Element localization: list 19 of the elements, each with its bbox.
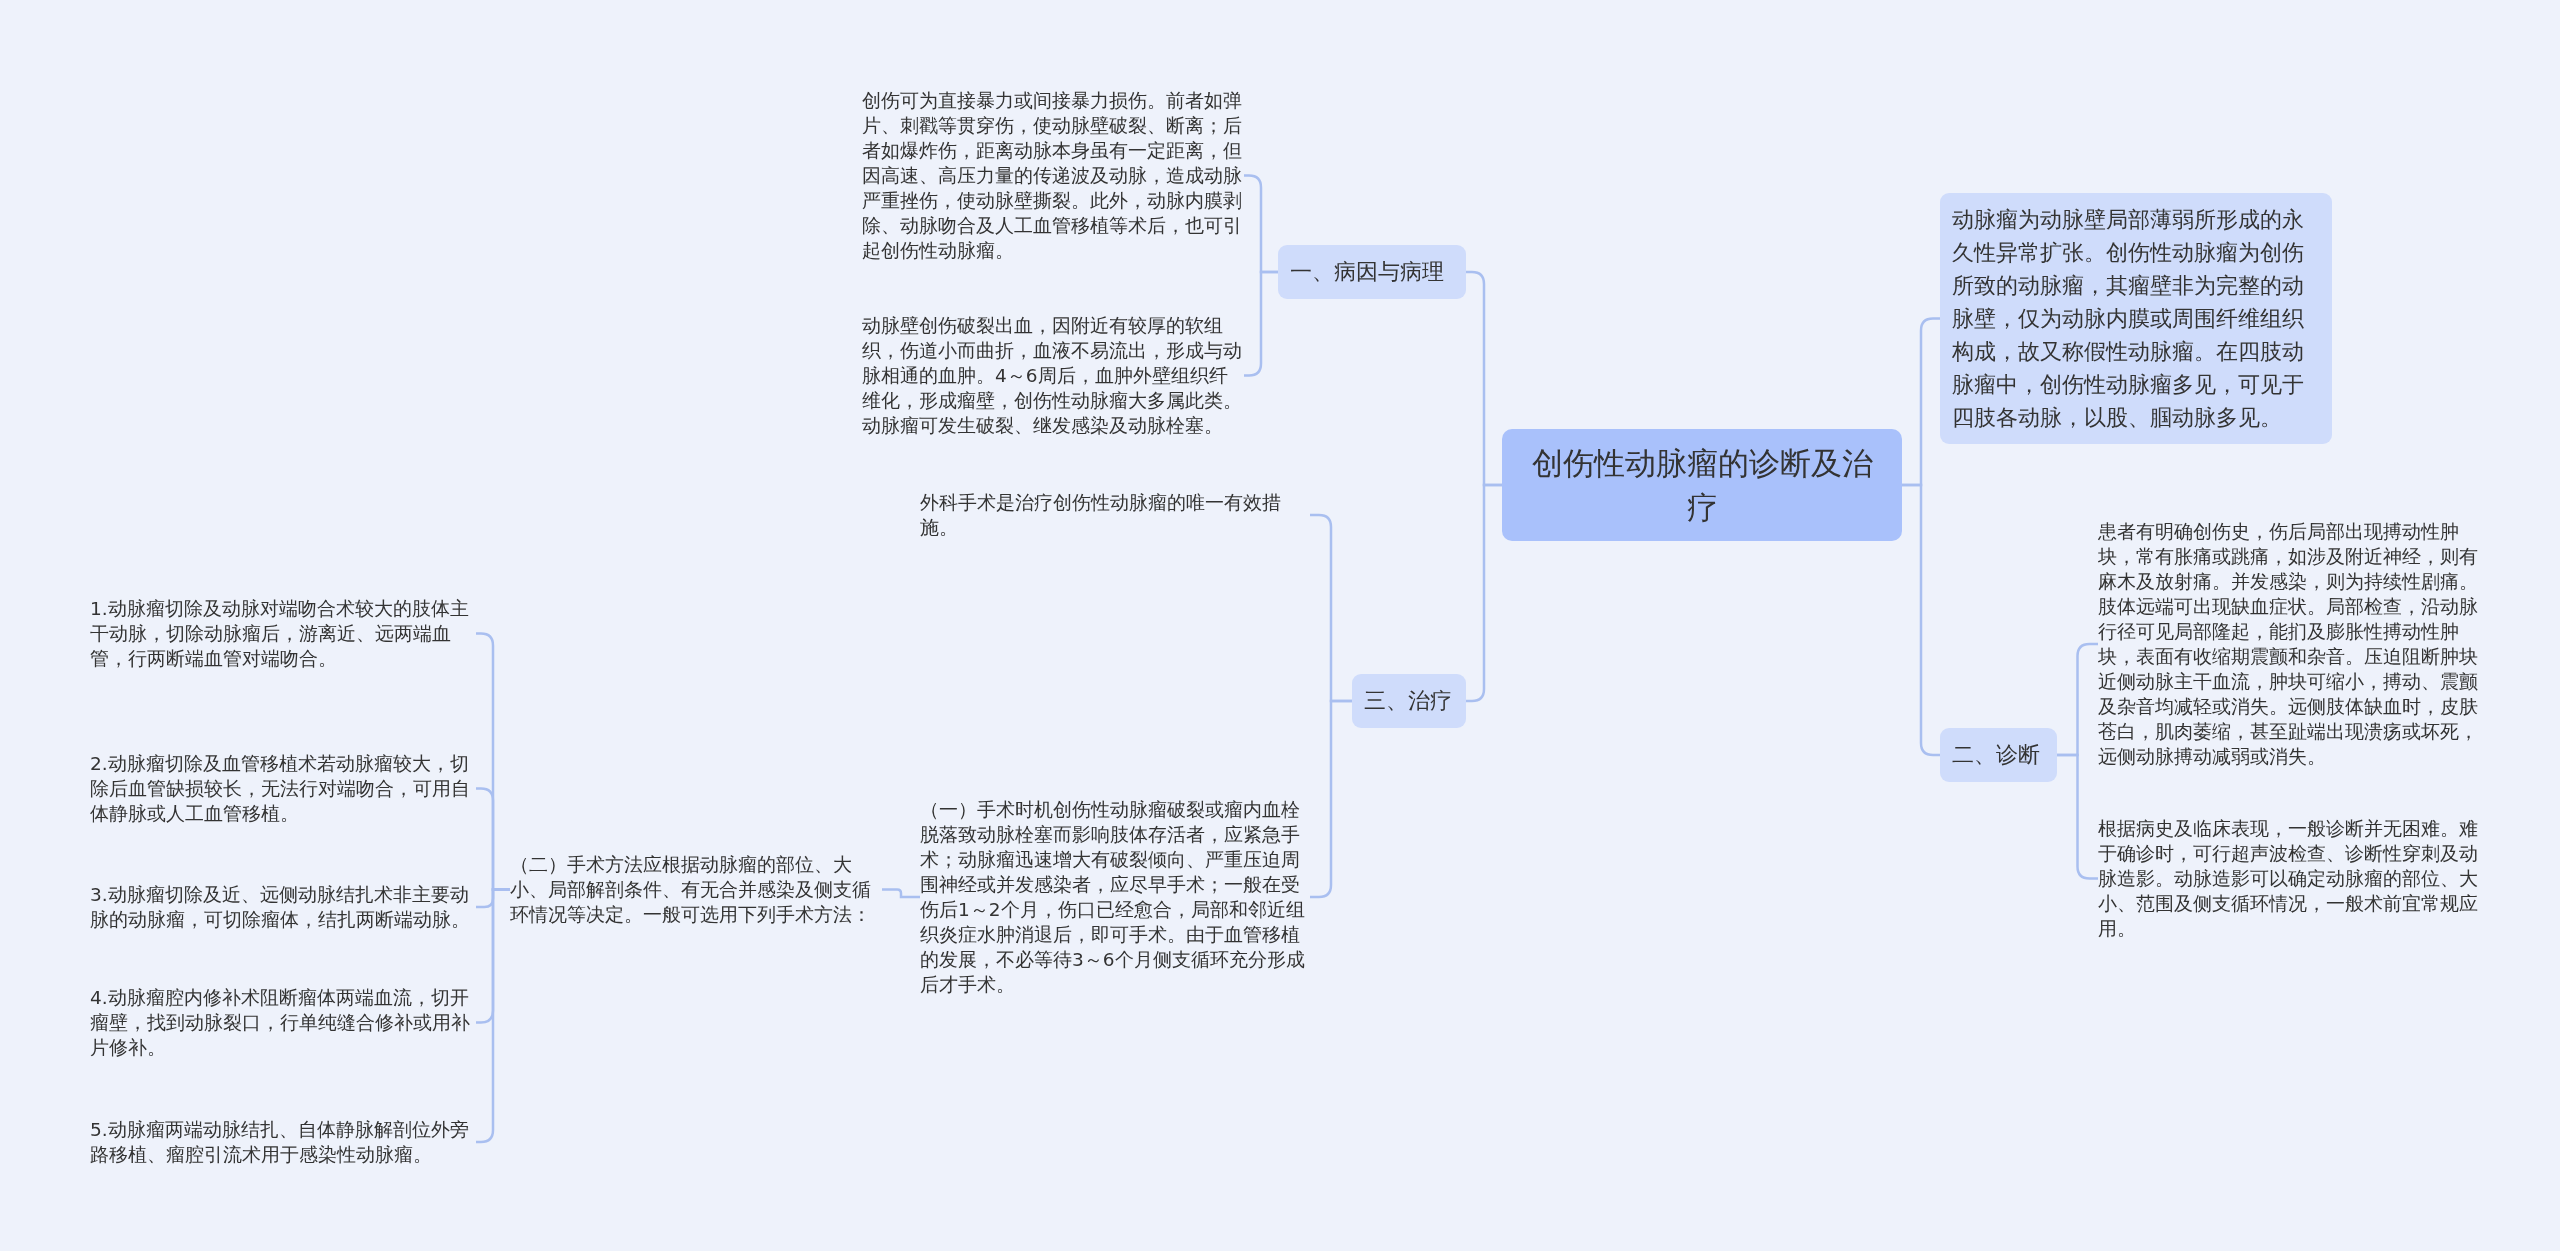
topic-box: 二、诊断 (1940, 728, 2057, 782)
note-text: 外科手术是治疗创伤性动脉瘤的唯一有效措施。 (920, 490, 1310, 540)
topic-box: 一、病因与病理 (1278, 245, 1466, 299)
central-topic-box: 创伤性动脉瘤的诊断及治疗 (1502, 429, 1902, 541)
note-text: 3.动脉瘤切除及近、远侧动脉结扎术非主要动脉的动脉瘤，可切除瘤体，结扎两断端动脉。 (90, 882, 476, 932)
note-box: 动脉瘤为动脉壁局部薄弱所形成的永久性异常扩张。创伤性动脉瘤为创伤所致的动脉瘤，其瘤壁非为完整的动脉壁，仅为动脉内膜或周围纤维组织构成，故又称假性动脉瘤。在四肢动脉瘤中，创伤性动脉瘤多见，可见于四肢各动脉，以股、腘动脉多见。 (1940, 193, 2332, 444)
note-text: 创伤可为直接暴力或间接暴力损伤。前者如弹片、刺戳等贯穿伤，使动脉壁破裂、断离；后者如爆炸伤，距离动脉本身虽有一定距离，但因高速、高压力量的传递波及动脉，造成动脉严重挫伤，使动脉壁撕裂。此外，动脉内膜剥除、动脉吻合及人工血管移植等术后，也可引起创伤性动脉瘤。 (862, 88, 1244, 263)
connector-line (1902, 483, 1940, 757)
connector-line (882, 888, 920, 899)
note-text: 4.动脉瘤腔内修补术阻断瘤体两端血流，切开瘤壁，找到动脉裂口，行单纯缝合修补或用补片修补。 (90, 985, 476, 1060)
note-text: 5.动脉瘤两端动脉结扎、自体静脉解剖位外旁路移植、瘤腔引流术用于感染性动脉瘤。 (90, 1117, 476, 1167)
note-text: 2.动脉瘤切除及血管移植术若动脉瘤较大，切除后血管缺损较长，无法行对端吻合，可用自体静脉或人工血管移植。 (90, 751, 476, 826)
note-text: 动脉壁创伤破裂出血，因附近有较厚的软组织，伤道小而曲折，血液不易流出，形成与动脉相通的血肿。4～6周后，血肿外壁组织纤维化，形成瘤壁，创伤性动脉瘤大多属此类。动脉瘤可发生破裂、继发感染及动脉栓塞。 (862, 313, 1244, 438)
note-text: 患者有明确创伤史，伤后局部出现搏动性肿块，常有胀痛或跳痛，如涉及附近神经，则有麻木及放射痛。并发感染，则为持续性剧痛。肢体远端可出现缺血症状。局部检查，沿动脉行径可见局部隆起，能扪及膨胀性搏动性肿块，表面有收缩期震颤和杂音。压迫阻断肿块近侧动脉主干血流，肿块可缩小，搏动、震颤及杂音均减轻或消失。远侧肢体缺血时，皮肤苍白，肌肉萎缩，甚至趾端出现溃疡或坏死，远侧动脉搏动减弱或消失。 (2098, 519, 2478, 769)
note-text: （二）手术方法应根据动脉瘤的部位、大小、局部解剖条件、有无合并感染及侧支循环情况等决定。一般可选用下列手术方法： (510, 852, 882, 927)
note-text: 根据病史及临床表现，一般诊断并无困难。难于确诊时，可行超声波检查、诊断性穿刺及动脉造影。动脉造影可以确定动脉瘤的部位、大小、范围及侧支循环情况，一般术前宜常规应用。 (2098, 816, 2478, 941)
note-text: （一）手术时机创伤性动脉瘤破裂或瘤内血栓脱落致动脉栓塞而影响肢体存活者，应紧急手术；动脉瘤迅速增大有破裂倾向、严重压迫周围神经或并发感染者，应尽早手术；一般在受伤后1～2个月，伤口已经愈合，局部和邻近组织炎症水肿消退后，即可手术。由于血管移植的发展，不必等待3～6个月侧支循环充分形成后才手术。 (920, 797, 1310, 997)
topic-box: 三、治疗 (1352, 674, 1466, 728)
note-text: 1.动脉瘤切除及动脉对端吻合术较大的肢体主干动脉，切除动脉瘤后，游离近、远两端血管，行两断端血管对端吻合。 (90, 596, 476, 671)
